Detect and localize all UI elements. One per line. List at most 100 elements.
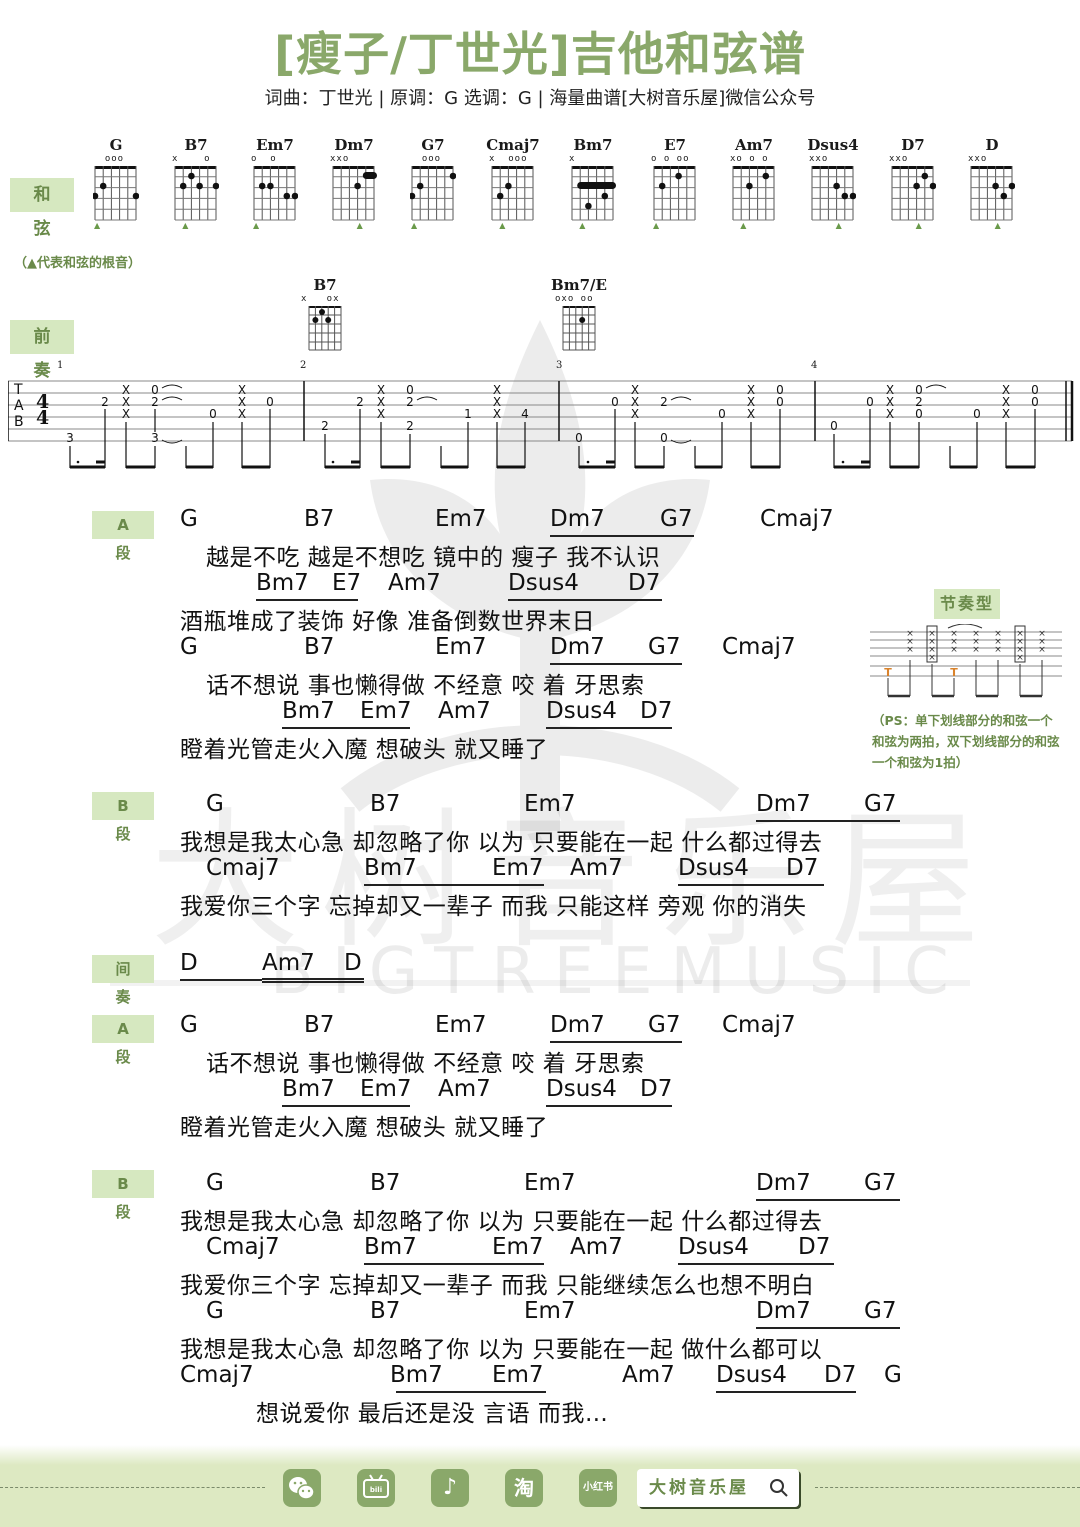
chord: D7 bbox=[628, 570, 661, 596]
svg-text:X: X bbox=[238, 383, 246, 397]
svg-text:B: B bbox=[14, 414, 24, 430]
fretboard-icon bbox=[332, 166, 377, 221]
chord: Dsus4 bbox=[678, 855, 749, 881]
chord: Bm7 bbox=[282, 1076, 335, 1102]
page-title: [瘦子/丁世光]吉他和弦谱 bbox=[274, 27, 806, 81]
chord: Em7 bbox=[492, 855, 544, 881]
taobao-icon[interactable]: 淘 bbox=[505, 1469, 543, 1507]
chord: Cmaj7 bbox=[722, 1012, 796, 1038]
chord: Em7 bbox=[524, 1298, 576, 1324]
chord: D7 bbox=[824, 1362, 857, 1388]
svg-text:×: × bbox=[1016, 637, 1024, 647]
svg-text:X: X bbox=[493, 395, 501, 409]
string-marks: o o bbox=[251, 154, 277, 164]
chord: B7 bbox=[370, 1298, 401, 1324]
svg-text:×: × bbox=[1038, 645, 1046, 655]
measure-number: 1 bbox=[57, 360, 64, 371]
section-a-label: A 段 bbox=[92, 1015, 154, 1066]
search-box[interactable]: 大树音乐屋 bbox=[637, 1469, 799, 1507]
measure-number: 3 bbox=[556, 360, 563, 371]
fretboard-icon bbox=[174, 166, 219, 221]
chord: Bm7 bbox=[256, 570, 309, 596]
chord: G7 bbox=[864, 1170, 897, 1196]
chord: Am7 bbox=[262, 950, 315, 976]
svg-text:T: T bbox=[13, 382, 23, 398]
chord: Dsus4 bbox=[508, 570, 579, 596]
interlude-label: 间 奏 bbox=[92, 955, 154, 1006]
section-a-label: A 段 bbox=[92, 511, 154, 562]
svg-text:3: 3 bbox=[151, 431, 159, 445]
chord: D7 bbox=[640, 698, 673, 724]
chord: D7 bbox=[798, 1234, 831, 1260]
chord: Am7 bbox=[622, 1362, 675, 1388]
chord-name: D bbox=[985, 136, 999, 154]
bilibili-icon[interactable]: bili bbox=[357, 1469, 395, 1507]
chord: Em7 bbox=[360, 698, 412, 724]
root-marker-icon: ▲ bbox=[356, 221, 363, 230]
svg-text:2: 2 bbox=[151, 395, 159, 409]
single-underline bbox=[550, 535, 694, 537]
svg-text:X: X bbox=[747, 395, 755, 409]
chord: Em7 bbox=[360, 1076, 412, 1102]
chord: Dm7 bbox=[756, 1170, 811, 1196]
fretboard-icon bbox=[970, 166, 1015, 221]
svg-text:X: X bbox=[631, 395, 639, 409]
chord: G bbox=[180, 1012, 198, 1038]
string-marks: xxo bbox=[809, 154, 829, 164]
chord: Dsus4 bbox=[546, 1076, 617, 1102]
measure-number: 2 bbox=[300, 360, 307, 371]
chord: G bbox=[206, 1170, 224, 1196]
section-b-label: B 段 bbox=[92, 792, 154, 843]
svg-text:×: × bbox=[950, 645, 958, 655]
string-marks: x bbox=[569, 154, 576, 164]
chord: G bbox=[884, 1362, 902, 1388]
chord: G bbox=[180, 634, 198, 660]
svg-text:X: X bbox=[886, 383, 894, 397]
chord-name: Dsus4 bbox=[807, 136, 859, 154]
intro-chord-b7: B7 x ox bbox=[295, 276, 355, 352]
xiaohongshu-icon[interactable]: 小红书 bbox=[579, 1469, 617, 1507]
double-underline bbox=[262, 978, 364, 983]
single-underline bbox=[546, 1105, 672, 1107]
chord-name: G7 bbox=[421, 136, 445, 154]
single-underline bbox=[180, 979, 262, 981]
svg-text:0: 0 bbox=[406, 383, 414, 397]
fretboard-icon bbox=[811, 166, 856, 221]
svg-text:X: X bbox=[631, 383, 639, 397]
svg-text:×: × bbox=[972, 645, 980, 655]
chord: Bm7 bbox=[390, 1362, 443, 1388]
chord-name: Am7 bbox=[735, 136, 773, 154]
chord: D7 bbox=[786, 855, 819, 881]
root-marker-icon: ▲ bbox=[253, 221, 260, 230]
root-marker-icon: ▲ bbox=[499, 221, 506, 230]
svg-text:X: X bbox=[238, 395, 246, 409]
svg-text:×: × bbox=[906, 629, 914, 639]
chord: G bbox=[206, 1298, 224, 1324]
svg-text:0: 0 bbox=[575, 431, 583, 445]
chord: D bbox=[344, 950, 362, 976]
chord: Dm7 bbox=[756, 791, 811, 817]
chord: G7 bbox=[864, 1298, 897, 1324]
fretboard-icon bbox=[93, 166, 139, 221]
song-info: 词曲：丁世光 | 原调：G 选调：G | 海量曲谱[大树音乐屋]微信公众号 bbox=[264, 88, 816, 109]
search-icon[interactable] bbox=[769, 1469, 789, 1507]
footer-divider bbox=[815, 1487, 1080, 1488]
chord: B7 bbox=[370, 791, 401, 817]
tiktok-icon[interactable]: ♪ bbox=[431, 1469, 469, 1507]
svg-text:0: 0 bbox=[776, 383, 784, 397]
svg-text:0: 0 bbox=[266, 395, 274, 409]
chords-section-label: 和 弦 bbox=[10, 178, 74, 239]
chord: G7 bbox=[864, 791, 897, 817]
svg-text:×: × bbox=[994, 637, 1002, 647]
svg-text:X: X bbox=[122, 383, 130, 397]
single-underline bbox=[756, 820, 900, 822]
svg-text:X: X bbox=[747, 407, 755, 421]
wechat-icon[interactable] bbox=[283, 1469, 321, 1507]
svg-text:×: × bbox=[1016, 645, 1024, 655]
svg-text:1: 1 bbox=[464, 407, 472, 421]
svg-text:bili: bili bbox=[370, 1486, 382, 1494]
